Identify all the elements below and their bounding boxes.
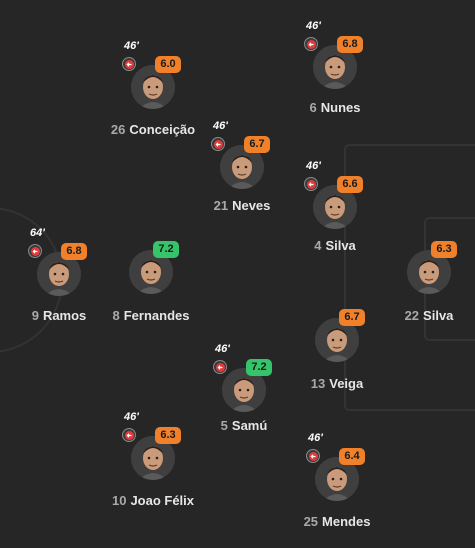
player-number: 5 bbox=[220, 418, 228, 433]
substitution-time: 46' bbox=[213, 120, 228, 132]
substitution-time: 46' bbox=[124, 40, 139, 52]
player-name-text: Silva bbox=[325, 238, 356, 253]
player-number: 6 bbox=[309, 100, 317, 115]
player-number: 8 bbox=[112, 308, 120, 323]
player-rating-badge: 6.8 bbox=[337, 36, 363, 53]
substitution-time: 64' bbox=[30, 227, 45, 239]
player-name-text: Samú bbox=[231, 418, 268, 433]
player-number: 4 bbox=[314, 238, 322, 253]
substitution-time: 46' bbox=[308, 432, 323, 444]
player-name-text: Mendes bbox=[322, 514, 371, 529]
player-rating-badge: 7.2 bbox=[246, 359, 272, 376]
substitution-time: 46' bbox=[215, 343, 230, 355]
sub-off-arrow-icon bbox=[122, 57, 136, 71]
player-name-text: Ramos bbox=[42, 308, 87, 323]
player-name-text: Silva bbox=[423, 308, 454, 323]
player-rating-badge: 6.7 bbox=[339, 309, 365, 326]
player-number: 13 bbox=[310, 376, 326, 391]
player-rating-badge: 6.0 bbox=[155, 56, 181, 73]
substitution-time: 46' bbox=[306, 20, 321, 32]
sub-off-arrow-icon bbox=[306, 449, 320, 463]
sub-off-arrow-icon bbox=[304, 177, 318, 191]
player-rating-badge: 6.8 bbox=[61, 243, 87, 260]
substitution-time: 46' bbox=[306, 160, 321, 172]
player-name-text: Neves bbox=[232, 198, 271, 213]
player-rating-badge: 6.3 bbox=[431, 241, 457, 258]
player-avatar-icon[interactable] bbox=[313, 185, 357, 229]
sub-off-arrow-icon bbox=[213, 360, 227, 374]
player-avatar-icon[interactable] bbox=[220, 145, 264, 189]
player-name-text: Veiga bbox=[329, 376, 364, 391]
player-rating-badge: 7.2 bbox=[153, 241, 179, 258]
player-name-text: Nunes bbox=[320, 100, 361, 115]
sub-off-arrow-icon bbox=[122, 428, 136, 442]
sub-off-arrow-icon bbox=[211, 137, 225, 151]
sub-off-arrow-icon bbox=[304, 37, 318, 51]
player-number: 25 bbox=[303, 514, 319, 529]
player-name-text: Joao Félix bbox=[130, 493, 195, 508]
player-number: 10 bbox=[111, 493, 127, 508]
sub-off-arrow-icon bbox=[28, 244, 42, 258]
substitution-time: 46' bbox=[124, 411, 139, 423]
player-number: 26 bbox=[110, 122, 126, 137]
player-rating-badge: 6.7 bbox=[244, 136, 270, 153]
player-name-text: Conceição bbox=[129, 122, 196, 137]
player-number: 21 bbox=[213, 198, 229, 213]
player-number: 9 bbox=[31, 308, 39, 323]
player-rating-badge: 6.6 bbox=[337, 176, 363, 193]
player-rating-badge: 6.4 bbox=[339, 448, 365, 465]
player-name-text: Fernandes bbox=[123, 308, 190, 323]
player-number: 22 bbox=[404, 308, 420, 323]
player-rating-badge: 6.3 bbox=[155, 427, 181, 444]
player-avatar-icon[interactable] bbox=[37, 252, 81, 296]
penalty-area bbox=[344, 144, 475, 411]
